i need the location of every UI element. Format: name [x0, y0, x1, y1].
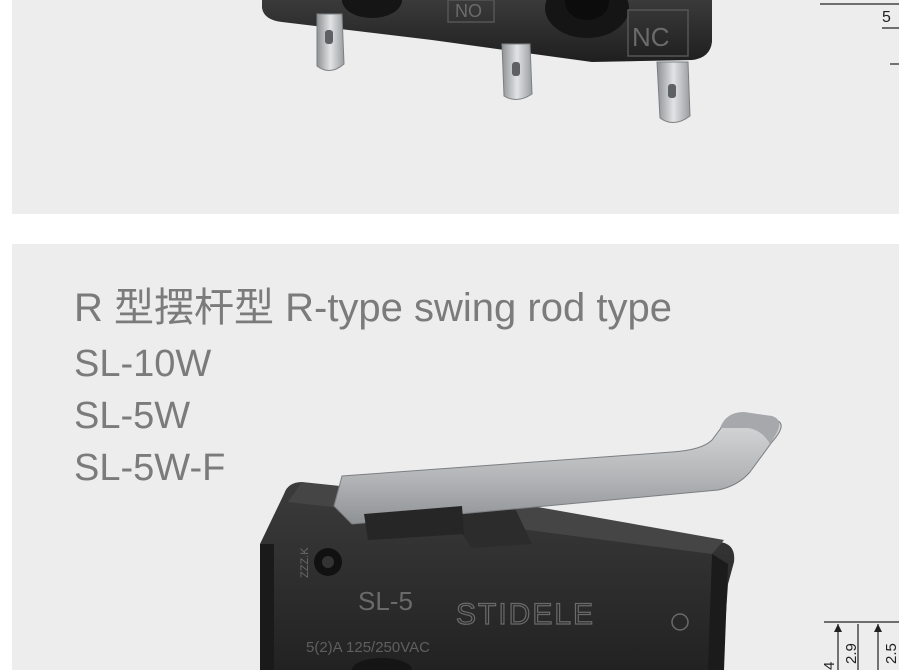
dimension-label-top: 5 — [882, 9, 891, 26]
top-product-panel: NO NC 5 — [12, 0, 899, 214]
terminal-left — [316, 13, 345, 71]
dimension-label: 2.5 — [883, 643, 899, 664]
switch-rating-text: 5(2)A 125/250VAC — [306, 639, 430, 656]
terminal-middle — [501, 43, 533, 100]
switch-side-code: ZZZ.K — [299, 547, 311, 578]
registered-mark-icon — [671, 613, 689, 631]
switch-model-text: SL-5 — [358, 586, 413, 616]
model-item: SL-5W — [74, 395, 191, 437]
swing-lever — [333, 412, 782, 540]
product-type-heading: R 型摆杆型 R-type swing rod type — [74, 286, 672, 330]
terminal-right — [656, 61, 691, 123]
model-item: SL-10W — [74, 343, 212, 385]
top-switch-illustration: NO NC 5 — [262, 0, 899, 123]
dimension-label: 2.9 — [843, 643, 860, 664]
dimension-label: 4 — [821, 662, 838, 670]
dimension-drawing: 2.9 2.5 4 — [821, 621, 899, 670]
model-item: SL-5W-F — [74, 447, 226, 489]
switch-brand-text: STIDELE — [456, 598, 595, 631]
terminal-label-no: NO — [455, 1, 482, 21]
swing-rod-switch-illustration: SL-5 STIDELE 5(2)A 125/250VAC ZZZ.K 2.9 … — [260, 412, 899, 670]
model-list: SL-10W SL-5W SL-5W-F — [74, 338, 225, 494]
terminal-label-nc: NC — [632, 22, 670, 52]
bottom-product-panel: R 型摆杆型 R-type swing rod type SL-10W SL-5… — [12, 244, 899, 670]
